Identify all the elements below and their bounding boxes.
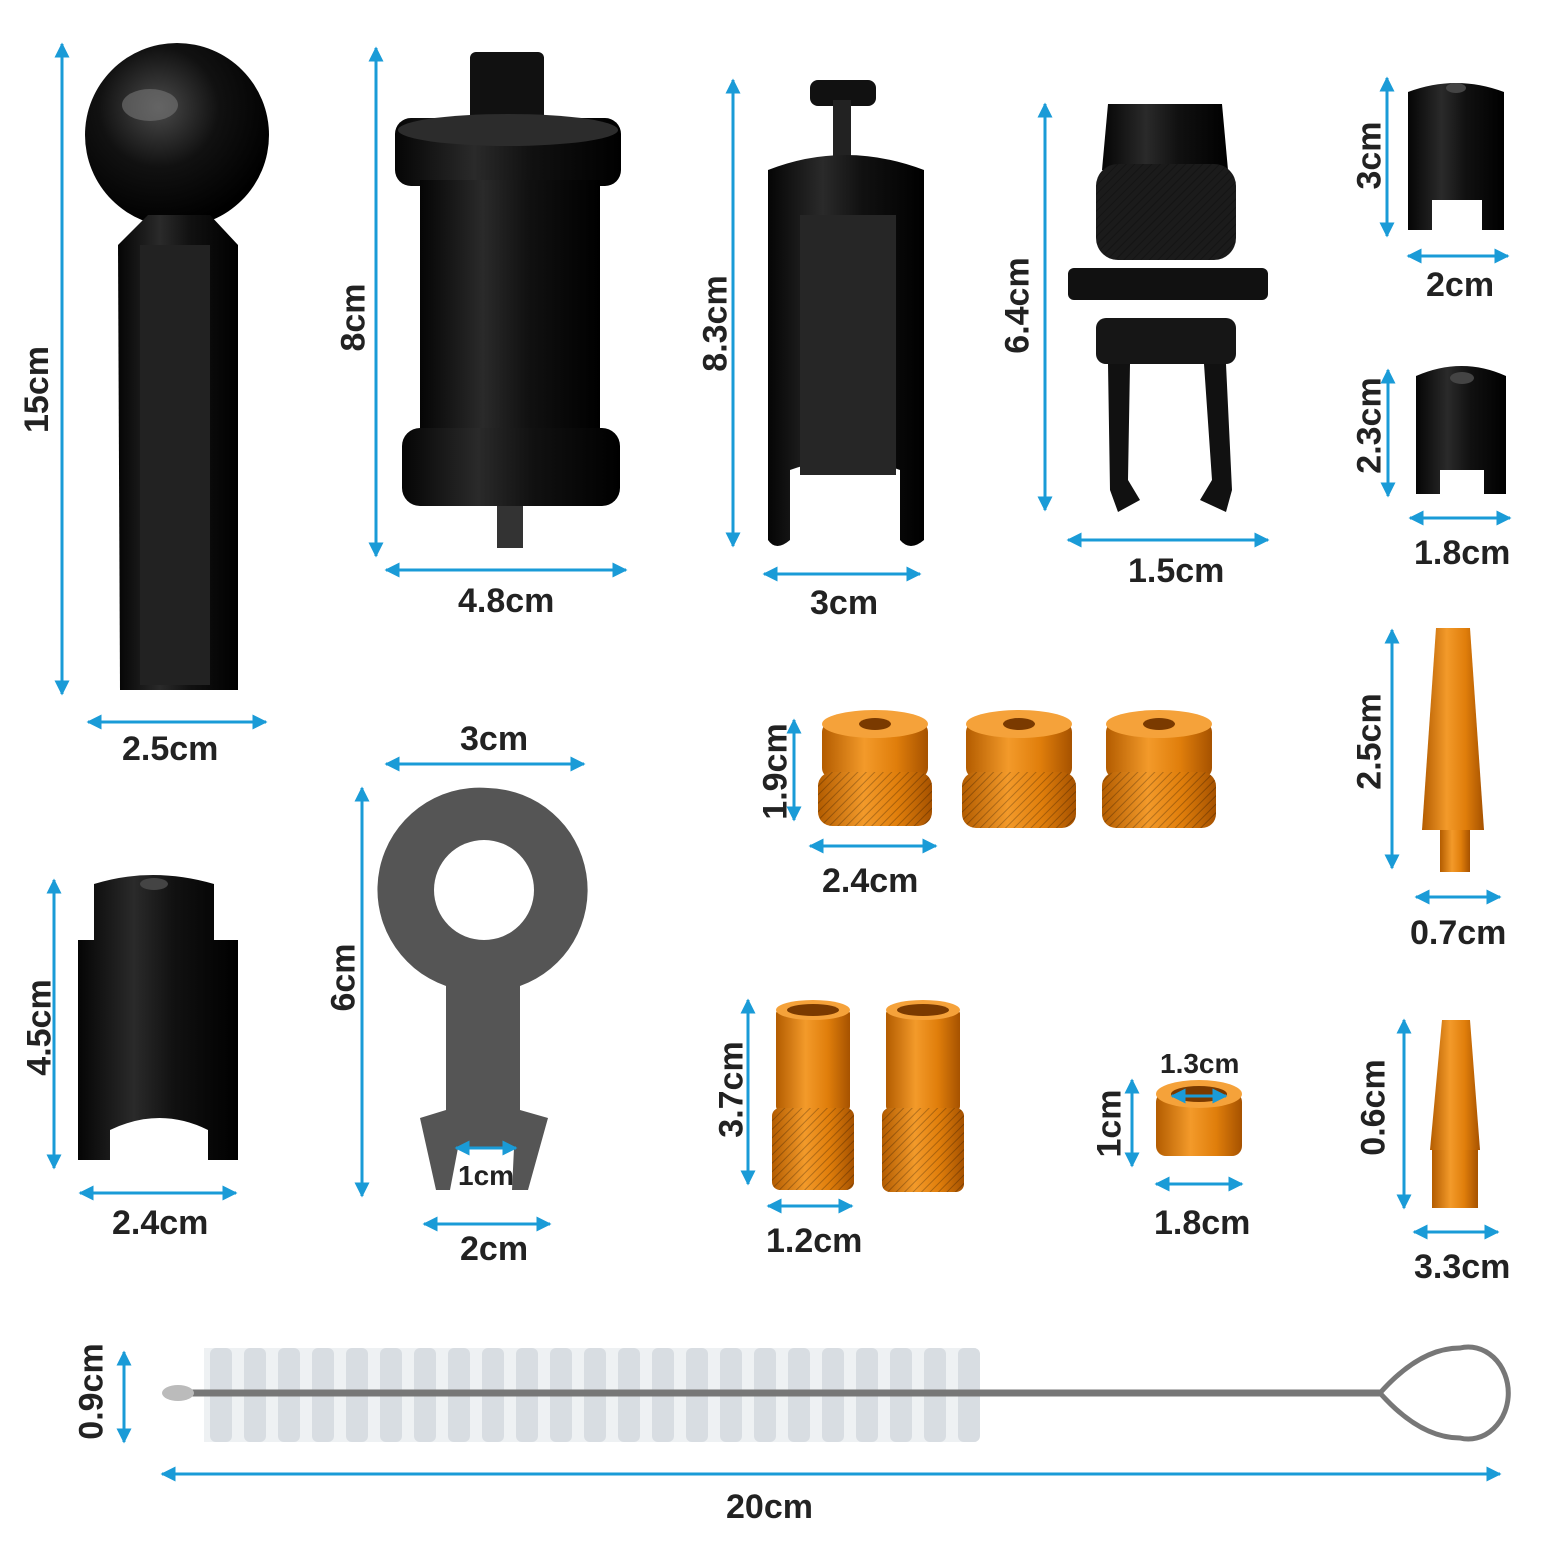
round-cap-tool [1416,366,1506,494]
long-pin-width-label: 0.7cm [1410,914,1507,952]
flat-wrench-tool [377,787,588,1190]
brush-height-label: 0.9cm [72,1343,111,1440]
small-cap-width-label: 2cm [1426,266,1495,304]
orange-ring [1156,1080,1242,1156]
socket-tool [78,875,238,1160]
orange-nut-set [818,710,1216,828]
clamp-width-label: 1.5cm [1128,552,1225,590]
puller-height-label: 8.3cm [696,275,735,372]
clamp-height-label: 6.4cm [998,257,1037,354]
short-orange-pin [1430,1020,1480,1208]
spool-width-label: 4.8cm [458,582,555,620]
long-orange-pin [1422,628,1484,872]
small-cap-tool [1408,83,1504,230]
round-cap-height-label: 2.3cm [1350,377,1389,474]
spool-height-label: 8cm [334,283,373,352]
nut-width-label: 2.4cm [822,862,919,900]
wrench-top-label: 3cm [460,720,529,758]
nut-height-label: 1.9cm [756,723,795,820]
long-pin-height-label: 2.5cm [1350,693,1389,790]
ball-pin-tool [85,43,269,690]
cleaning-brush [162,1344,1511,1442]
puller-width-label: 3cm [810,584,879,622]
short-pin-height-label: 0.6cm [1354,1059,1393,1156]
ball-pin-width-label: 2.5cm [122,730,219,768]
sleeve-height-label: 3.7cm [712,1041,751,1138]
spool-tool [395,52,621,548]
puller-tool [768,80,924,546]
round-cap-width-label: 1.8cm [1414,534,1511,572]
orange-sleeve-set [772,1000,964,1192]
ring-hole-label: 1.3cm [1160,1048,1240,1079]
brush-length-label: 20cm [726,1488,813,1526]
ring-height-label: 1cm [1090,1089,1129,1158]
sleeve-width-label: 1.2cm [766,1222,863,1260]
wrench-height-label: 6cm [324,943,363,1012]
ball-pin-height-label: 15cm [17,346,56,433]
small-cap-height-label: 3cm [1350,121,1389,190]
clamp-tool [1068,104,1268,512]
wrench-slot-label: 1cm [458,1160,515,1191]
short-pin-width-label: 3.3cm [1414,1248,1511,1286]
wrench-bottom-label: 2cm [460,1230,529,1268]
ring-width-label: 1.8cm [1154,1204,1251,1242]
socket-width-label: 2.4cm [112,1204,209,1242]
socket-height-label: 4.5cm [20,979,59,1076]
